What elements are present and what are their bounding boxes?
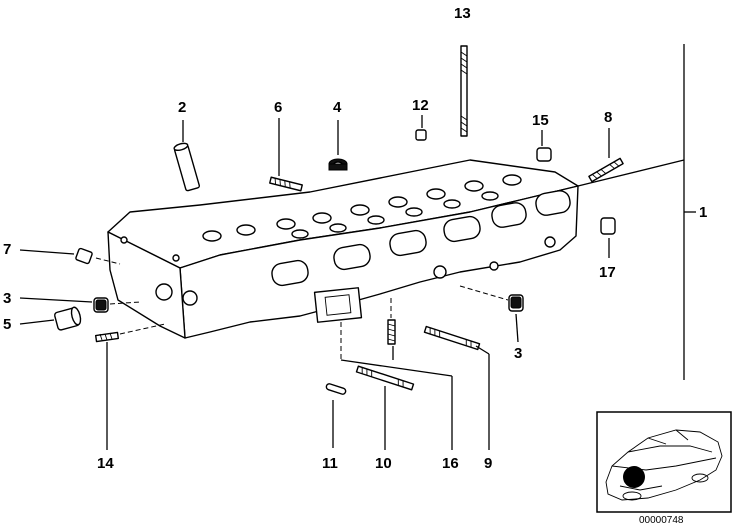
callout-17: 17 xyxy=(599,264,616,281)
callout-6: 6 xyxy=(274,99,282,116)
inset-car-locator xyxy=(596,411,732,513)
callout-9: 9 xyxy=(484,455,492,472)
callout-3-right: 3 xyxy=(514,345,522,362)
callout-1: 1 xyxy=(699,204,707,221)
car-outline xyxy=(605,429,723,501)
part-sleeve-12 xyxy=(415,129,427,141)
callout-11: 11 xyxy=(322,455,338,472)
valve-bores xyxy=(202,174,522,242)
part-plug-3-right xyxy=(508,294,524,312)
engine-location-marker xyxy=(623,466,645,488)
callout-12: 12 xyxy=(412,97,429,114)
callout-13: 13 xyxy=(454,5,471,22)
diagram-code: 00000748 xyxy=(639,515,684,526)
callout-16: 16 xyxy=(442,455,459,472)
part-stud-16 xyxy=(387,319,396,345)
part-valve-guide xyxy=(173,142,201,192)
callout-labels: 13 2 6 4 12 15 8 1 7 17 3 5 3 14 11 10 1… xyxy=(3,5,707,472)
part-plug-7 xyxy=(75,247,93,265)
part-stud-9 xyxy=(423,325,481,351)
callout-5: 5 xyxy=(3,316,11,333)
callout-14: 14 xyxy=(97,455,114,472)
callout-7: 7 xyxy=(3,241,11,258)
part-plug-3-left xyxy=(93,297,109,313)
part-stud-14 xyxy=(94,331,120,343)
part-bushing-5 xyxy=(54,306,82,331)
callout-3-left: 3 xyxy=(3,290,11,307)
part-seal xyxy=(328,158,348,171)
callout-10: 10 xyxy=(375,455,392,472)
part-long-stud xyxy=(460,45,468,137)
cylinder-head-drawing xyxy=(107,159,579,339)
callout-15: 15 xyxy=(532,112,549,129)
part-stud-8 xyxy=(588,157,624,183)
exhaust-ports xyxy=(271,190,571,287)
callout-2: 2 xyxy=(178,99,186,116)
part-stud-10 xyxy=(355,365,415,391)
part-stud-6 xyxy=(269,176,303,192)
part-sleeve-15 xyxy=(536,147,552,162)
callout-8: 8 xyxy=(604,109,612,126)
leader-lines xyxy=(19,44,696,450)
part-sleeve-17 xyxy=(600,217,616,235)
parts xyxy=(54,45,624,395)
part-pin-11 xyxy=(325,383,347,395)
callout-4: 4 xyxy=(333,99,342,116)
